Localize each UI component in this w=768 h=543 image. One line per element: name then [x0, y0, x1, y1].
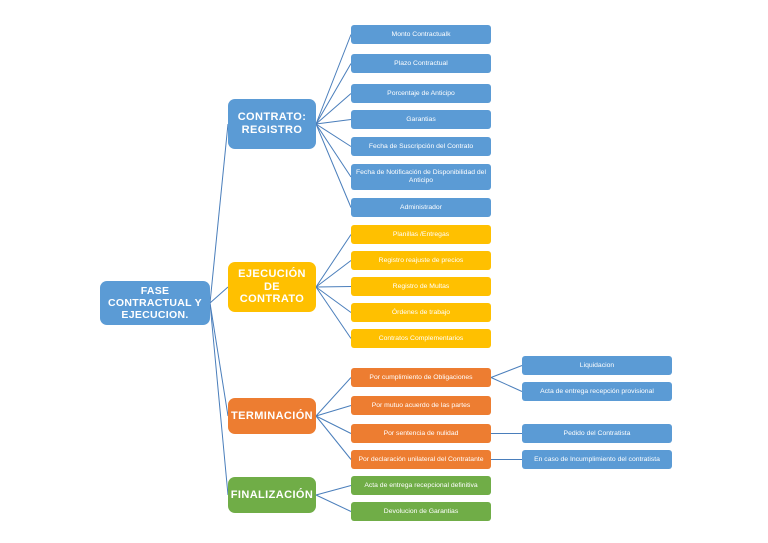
subleaf-node-en-caso-de-incumplimiento-del-contratista[interactable]: En caso de Incumplimiento del contratist… — [522, 450, 672, 469]
category-node-finalizacion[interactable]: FINALIZACIÓN — [228, 477, 316, 513]
edge-contrato-registro-to-leaf-5 — [315, 123, 352, 178]
edge-contrato-registro-to-leaf-0 — [315, 34, 352, 125]
edge-terminacion-to-leaf-1 — [315, 405, 352, 417]
root-node: FASE CONTRACTUAL Y EJECUCION. — [100, 281, 210, 325]
edge-terminacion-to-leaf-3 — [315, 415, 352, 460]
leaf-node-contratos-complementarios[interactable]: Contratos Complementarios — [351, 329, 491, 348]
leaf-node-monto-contractualk[interactable]: Monto Contractualk — [351, 25, 491, 44]
leaf-node-acta-de-entrega-recepcional-definitiva[interactable]: Acta de entrega recepcional definitiva — [351, 476, 491, 495]
edge-terminacion-to-leaf-0 — [315, 377, 352, 417]
leaf-node-devolucion-de-garantias[interactable]: Devolucion de Garantias — [351, 502, 491, 521]
leaf-node-porcentaje-de-anticipo[interactable]: Porcentaje de Anticipo — [351, 84, 491, 103]
category-node-contrato-registro[interactable]: CONTRATO: REGISTRO — [228, 99, 316, 149]
leaf-node-planillas-entregas[interactable]: Planillas /Entregas — [351, 225, 491, 244]
edge-ejecucion-de-contrato-to-leaf-4 — [315, 286, 352, 339]
edge-leaf-0-to-sub-1 — [490, 377, 523, 392]
edge-ejecucion-de-contrato-to-leaf-2 — [315, 286, 352, 288]
edge-contrato-registro-to-leaf-6 — [315, 123, 352, 208]
leaf-node-garantias[interactable]: Garantias — [351, 110, 491, 129]
leaf-node-por-sentencia-de-nulidad[interactable]: Por sentencia de nulidad — [351, 424, 491, 443]
subleaf-node-liquidacion[interactable]: Liquidacion — [522, 356, 672, 375]
leaf-node-administrador[interactable]: Administrador — [351, 198, 491, 217]
edge-ejecucion-de-contrato-to-leaf-0 — [315, 234, 352, 288]
category-node-terminacion[interactable]: TERMINACIÓN — [228, 398, 316, 434]
edge-ejecucion-de-contrato-to-leaf-1 — [315, 260, 352, 288]
leaf-node-por-cumplimiento-de-obligaciones[interactable]: Por cumplimiento de Obligaciones — [351, 368, 491, 387]
edge-leaf-0-to-sub-0 — [490, 365, 523, 378]
edge-contrato-registro-to-leaf-2 — [315, 93, 352, 125]
leaf-node-por-declaracion-unilateral-del-contratante[interactable]: Por declaración unilateral del Contratan… — [351, 450, 491, 469]
subleaf-node-acta-de-entrega-recepcion-provisional[interactable]: Acta de entrega recepción provisional — [522, 382, 672, 401]
edge-finalizacion-to-leaf-0 — [315, 485, 352, 496]
leaf-node-plazo-contractual[interactable]: Plazo Contractual — [351, 54, 491, 73]
edge-terminacion-to-leaf-2 — [315, 415, 352, 434]
edge-root-to-ejecucion-de-contrato — [209, 286, 229, 304]
leaf-node-registro-reajuste-de-precios[interactable]: Registro reajuste de precios — [351, 251, 491, 270]
leaf-node-ordenes-de-trabajo[interactable]: Órdenes de trabajo — [351, 303, 491, 322]
subleaf-node-pedido-del-contratista[interactable]: Pedido del Contratista — [522, 424, 672, 443]
leaf-node-fecha-de-notificacion-de-disponibilidad-del-anti[interactable]: Fecha de Notificación de Disponibilidad … — [351, 164, 491, 190]
edge-contrato-registro-to-leaf-3 — [315, 119, 352, 125]
edge-ejecucion-de-contrato-to-leaf-3 — [315, 286, 352, 313]
edge-contrato-registro-to-leaf-1 — [315, 63, 352, 125]
leaf-node-por-mutuo-acuerdo-de-las-partes[interactable]: Por mutuo acuerdo de las partes — [351, 396, 491, 415]
edge-root-to-terminacion — [209, 302, 229, 417]
edge-contrato-registro-to-leaf-4 — [315, 123, 352, 147]
edge-root-to-finalizacion — [209, 302, 229, 496]
edge-root-to-contrato-registro — [209, 123, 229, 304]
edge-finalizacion-to-leaf-1 — [315, 494, 352, 512]
leaf-node-fecha-de-suscripcion-del-contrato[interactable]: Fecha de Suscripción del Contrato — [351, 137, 491, 156]
leaf-node-registro-de-multas[interactable]: Registro de Multas — [351, 277, 491, 296]
category-node-ejecucion-de-contrato[interactable]: EJECUCIÓN DE CONTRATO — [228, 262, 316, 312]
